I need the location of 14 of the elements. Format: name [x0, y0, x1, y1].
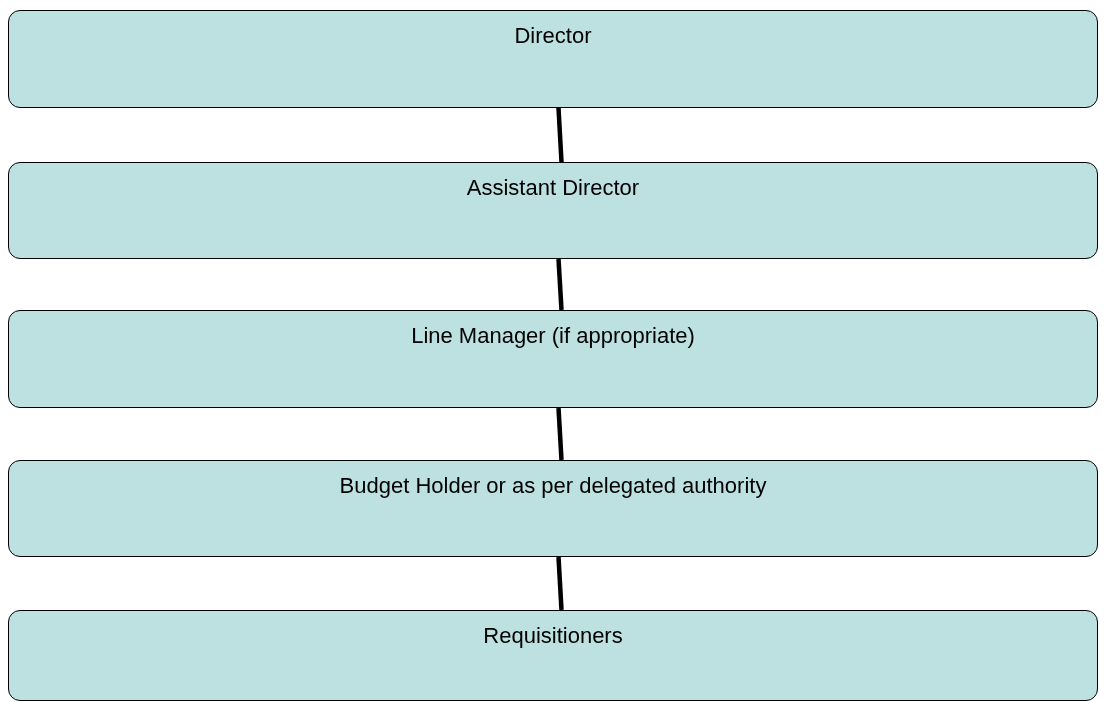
- role-box: [8, 460, 1098, 557]
- connector-line: [556, 407, 564, 461]
- role-box: [8, 162, 1098, 259]
- role-title: Budget Holder or as per delegated authority: [339, 473, 767, 500]
- role-title: Director: [514, 23, 592, 50]
- role-title: Requisitioners: [483, 623, 623, 650]
- role-box: [8, 10, 1098, 108]
- connector-line: [556, 107, 564, 163]
- connector-line: [556, 556, 564, 611]
- role-box: [8, 310, 1098, 408]
- role-title: Assistant Director: [466, 175, 640, 202]
- role-box: [8, 610, 1098, 701]
- connector-line: [556, 258, 564, 311]
- role-title: Line Manager (if appropriate): [411, 323, 695, 350]
